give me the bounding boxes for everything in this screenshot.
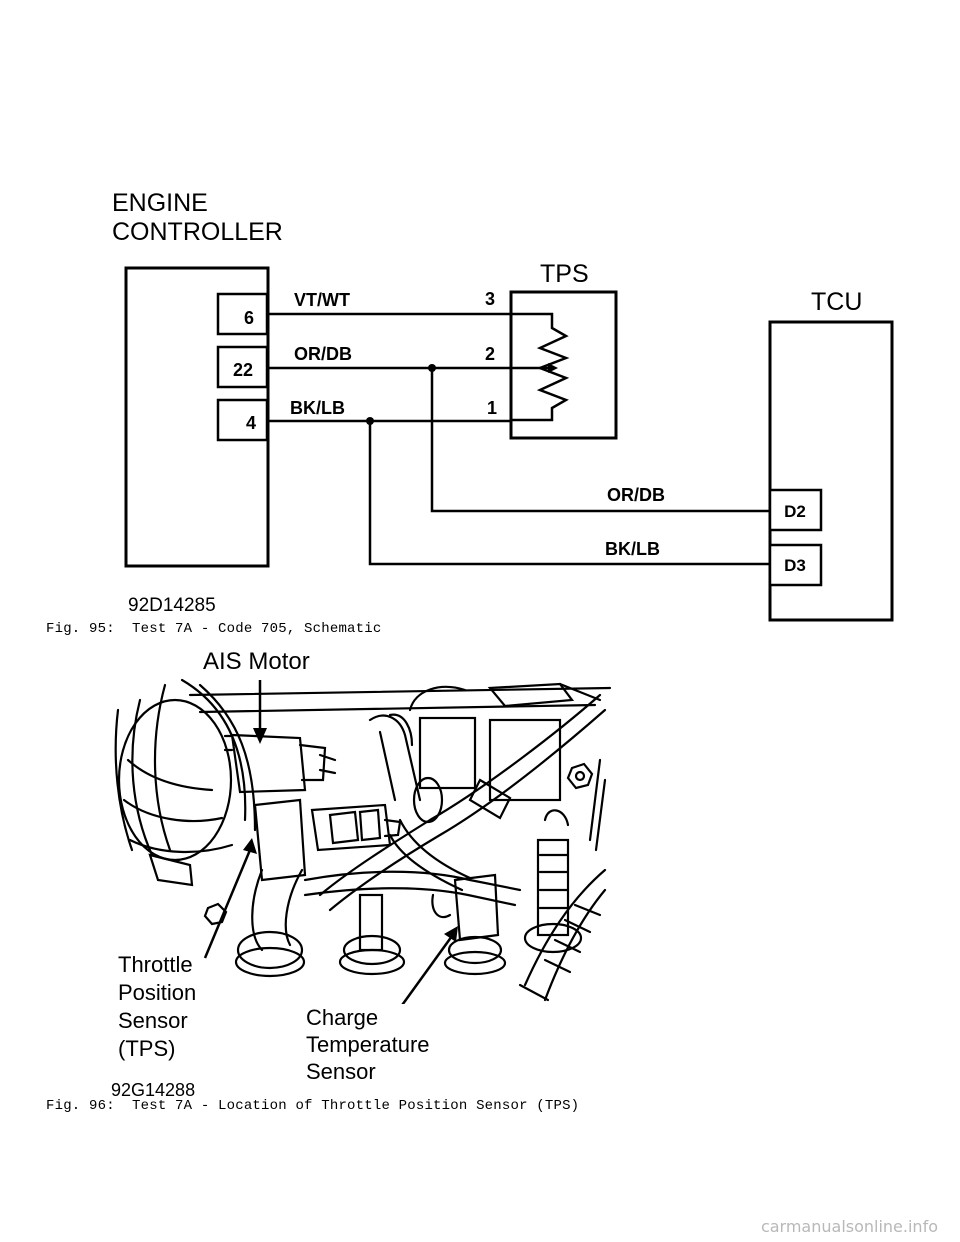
schematic-figure-id: 92D14285 [128, 595, 216, 616]
engine-controller-title-line2: CONTROLLER [112, 218, 283, 246]
tps-pin-3: 3 [485, 289, 495, 309]
pin-4-box [216, 398, 269, 442]
tps-callout-line1: Throttle [118, 952, 193, 977]
tps-pointer-arrow-icon [203, 838, 257, 959]
tps-title: TPS [540, 260, 589, 288]
watermark: carmanualsonline.info [760, 1217, 938, 1236]
tps-pin-1: 1 [487, 398, 497, 418]
wiring-schematic: ENGINE CONTROLLER 6 22 4 TPS 3 2 1 VT/WT… [112, 189, 894, 622]
tps-callout-line2: Position [118, 980, 197, 1005]
pin-6-box [216, 292, 269, 336]
ais-motor-pointer-arrow-icon [253, 680, 267, 744]
wire-label-or-db-tcu: OR/DB [607, 485, 665, 505]
tps-callout-line3: Sensor [118, 1008, 188, 1033]
tps-box [509, 290, 618, 440]
figure-96-caption: Fig. 96: Test 7A - Location of Throttle … [46, 1098, 580, 1114]
figure-95-caption: Fig. 95: Test 7A - Code 705, Schematic [46, 621, 382, 637]
wire-or-db-to-tcu [430, 368, 770, 513]
ais-motor-label: AIS Motor [203, 648, 310, 675]
wire-bk-lb-to-tcu [368, 421, 770, 566]
engine-controller-title-line1: ENGINE [112, 189, 208, 217]
engine-line-art [114, 678, 612, 1002]
tcu-pin-d3-box [768, 543, 823, 587]
wire-label-bk-lb: BK/LB [290, 398, 345, 418]
wire-label-bk-lb-tcu: BK/LB [605, 539, 660, 559]
tps-callout-label: Throttle Position Sensor (TPS) [118, 951, 201, 1063]
cts-pointer-arrow-icon [398, 926, 458, 1009]
pin-22-box [216, 345, 269, 389]
cts-callout-label: Charge Temperature Sensor [306, 1004, 434, 1085]
cts-callout-line1: Charge [306, 1005, 379, 1030]
tps-pin-2: 2 [485, 344, 495, 364]
tcu-box [768, 320, 894, 622]
tcu-pin-d3-label: D3 [784, 556, 806, 575]
cts-callout-line3: Sensor [306, 1059, 376, 1084]
tcu-pin-d2-label: D2 [784, 502, 806, 521]
cts-callout-line2: Temperature [306, 1032, 430, 1057]
tcu-title: TCU [811, 288, 862, 316]
pin-22-label: 22 [233, 360, 253, 380]
pin-4-label: 4 [246, 413, 256, 433]
tps-wiper-arrow-icon [548, 363, 558, 373]
wire-label-vt-wt: VT/WT [294, 290, 350, 310]
tps-callout-line4: (TPS) [118, 1036, 176, 1061]
tcu-pin-d2-box [768, 488, 823, 532]
photo-figure-id: 92G14288 [111, 1080, 196, 1100]
wire-label-or-db: OR/DB [294, 344, 352, 364]
pin-6-label: 6 [244, 308, 254, 328]
engine-illustration [114, 678, 612, 1009]
